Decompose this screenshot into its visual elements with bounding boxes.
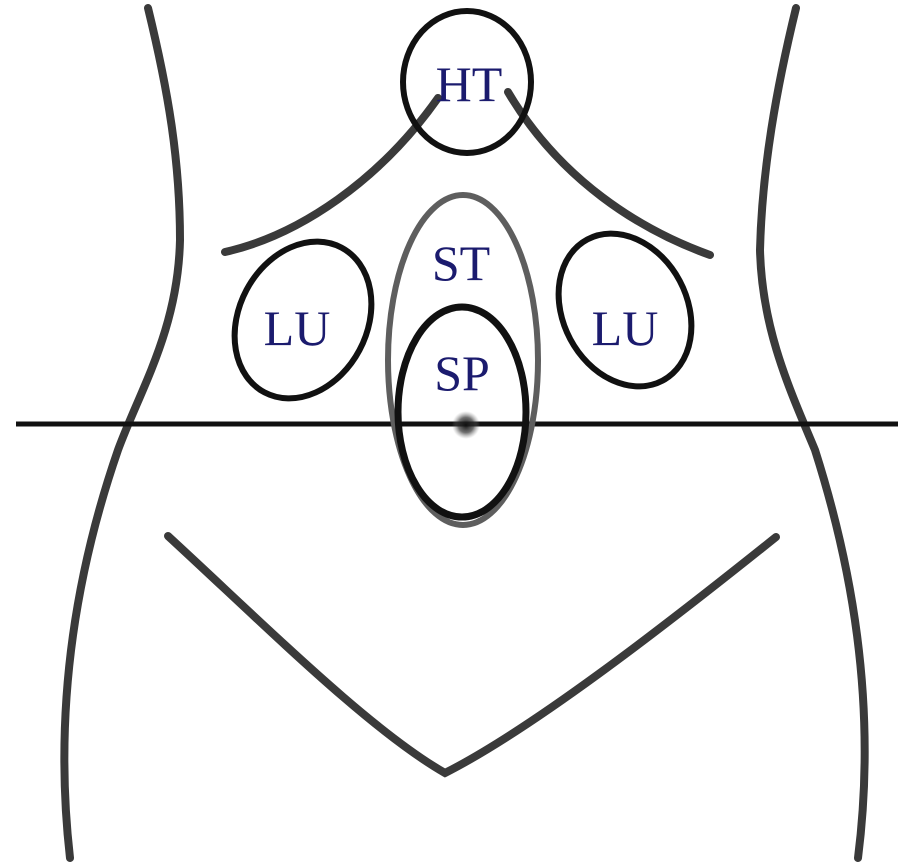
label-lu-right: LU	[592, 300, 659, 356]
navel-dot	[452, 411, 480, 439]
label-sp: SP	[434, 345, 490, 401]
label-ht: HT	[436, 56, 503, 112]
label-lu-left: LU	[264, 300, 331, 356]
label-st: ST	[432, 235, 490, 291]
